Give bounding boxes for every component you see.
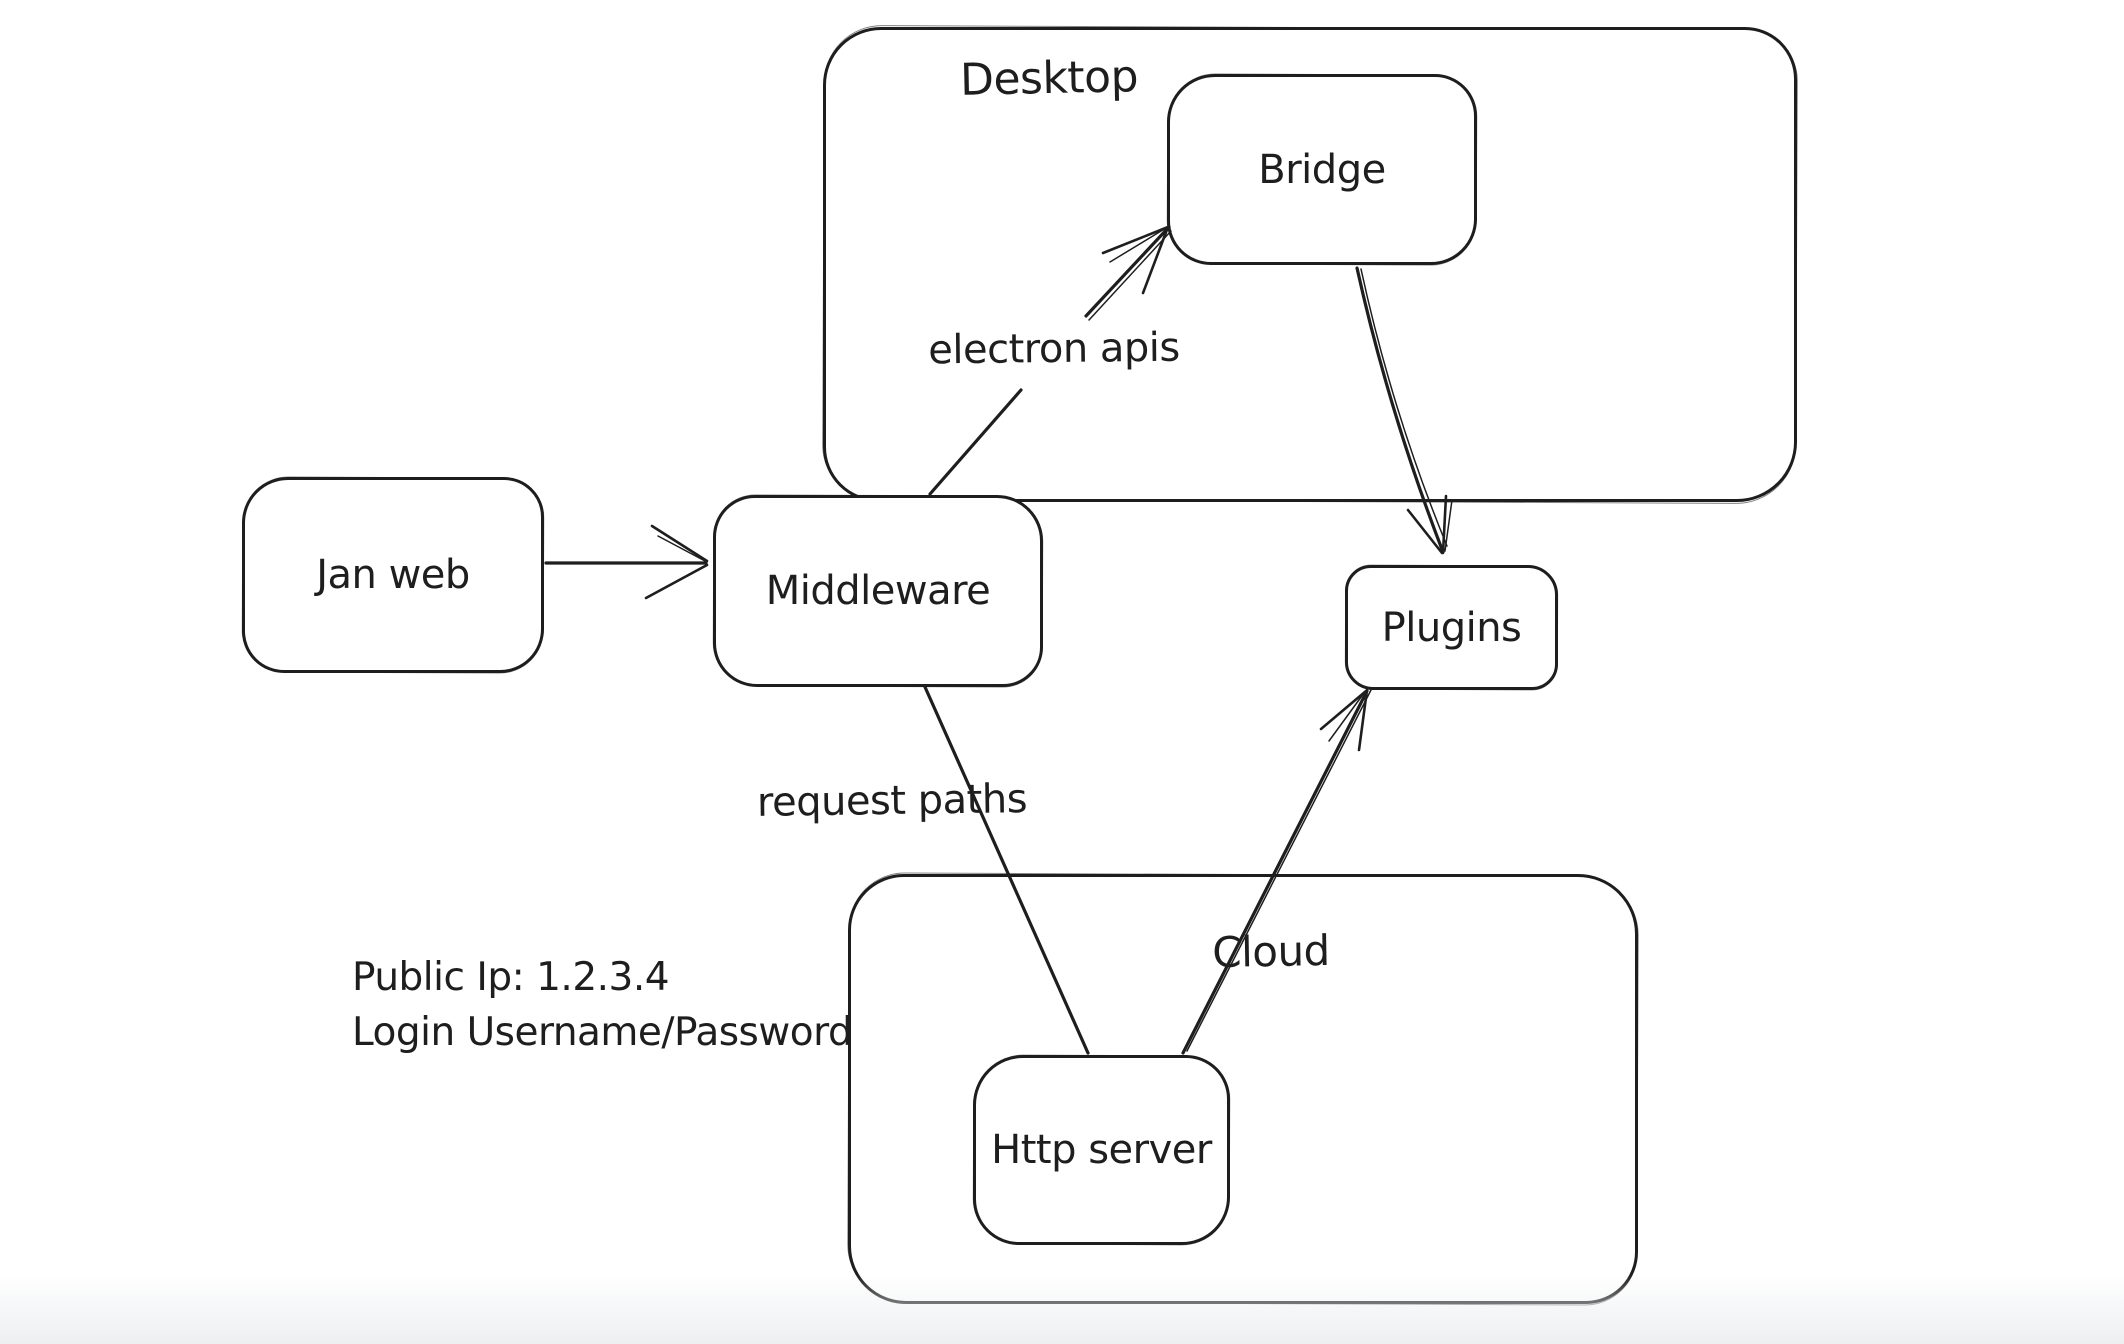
node-http-server[interactable]: Http server (973, 1055, 1230, 1245)
node-plugins-label: Plugins (1381, 604, 1522, 651)
arrowhead-barb (1441, 494, 1448, 555)
arrowhead-barb (1319, 689, 1368, 731)
arrowhead-sketch (657, 535, 706, 562)
node-middleware[interactable]: Middleware (713, 495, 1043, 687)
arrowhead-barb (644, 563, 709, 600)
node-plugins[interactable]: Plugins (1345, 565, 1558, 690)
annotation-line-public-ip: Public Ip: 1.2.3.4 (352, 955, 670, 1000)
arrowhead-barb (1357, 688, 1369, 752)
container-desktop-label: Desktop (959, 51, 1139, 106)
edge-janweb-to-middleware[interactable] (544, 524, 709, 600)
node-middleware-label: Middleware (765, 568, 991, 614)
arrowhead-sketch (1328, 692, 1365, 742)
edge-label-electron-apis[interactable]: electron apis (928, 324, 1180, 374)
arrowhead-barb (650, 524, 709, 563)
annotation-line-login: Login Username/Password (352, 1010, 853, 1055)
arrowhead-sketch (1444, 499, 1453, 552)
node-http-server-label: Http server (991, 1127, 1212, 1173)
edge-label-request-paths[interactable]: request paths (756, 776, 1028, 826)
container-desktop[interactable]: Desktop (823, 27, 1797, 502)
annotation-text[interactable]: Public Ip: 1.2.3.4 Login Username/Passwo… (352, 950, 853, 1060)
node-bridge-label: Bridge (1258, 146, 1386, 193)
node-jan-web[interactable]: Jan web (242, 477, 544, 673)
arrowhead-barb (1406, 508, 1444, 555)
node-jan-web-label: Jan web (316, 552, 470, 598)
node-bridge[interactable]: Bridge (1167, 74, 1477, 265)
container-cloud[interactable]: Cloud (848, 874, 1638, 1304)
container-cloud-label: Cloud (1211, 925, 1331, 978)
